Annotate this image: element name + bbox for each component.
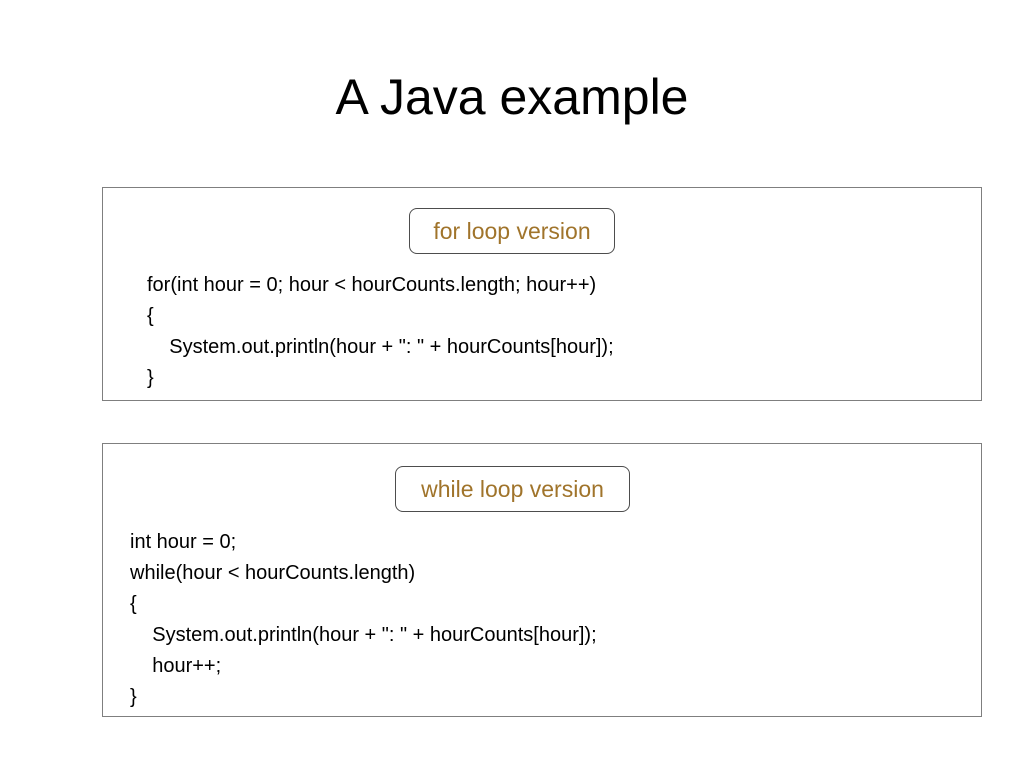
code-line: } — [130, 686, 137, 708]
while-loop-caption: while loop version — [395, 466, 630, 512]
code-line: { — [147, 305, 154, 327]
code-line: while(hour < hourCounts.length) — [130, 562, 416, 584]
slide-title: A Java example — [335, 69, 689, 125]
code-line: System.out.println(hour + ": " + hourCou… — [147, 336, 614, 358]
code-line: System.out.println(hour + ": " + hourCou… — [130, 624, 597, 646]
code-line: { — [130, 593, 137, 615]
for-loop-caption: for loop version — [409, 208, 615, 254]
while-loop-box: while loop version int hour = 0; while(h… — [102, 443, 982, 717]
for-loop-box: for loop version for(int hour = 0; hour … — [102, 187, 982, 401]
code-line: hour++; — [130, 655, 222, 677]
code-line: for(int hour = 0; hour < hourCounts.leng… — [147, 274, 597, 296]
code-line: } — [147, 367, 154, 389]
code-line: int hour = 0; — [130, 531, 237, 553]
